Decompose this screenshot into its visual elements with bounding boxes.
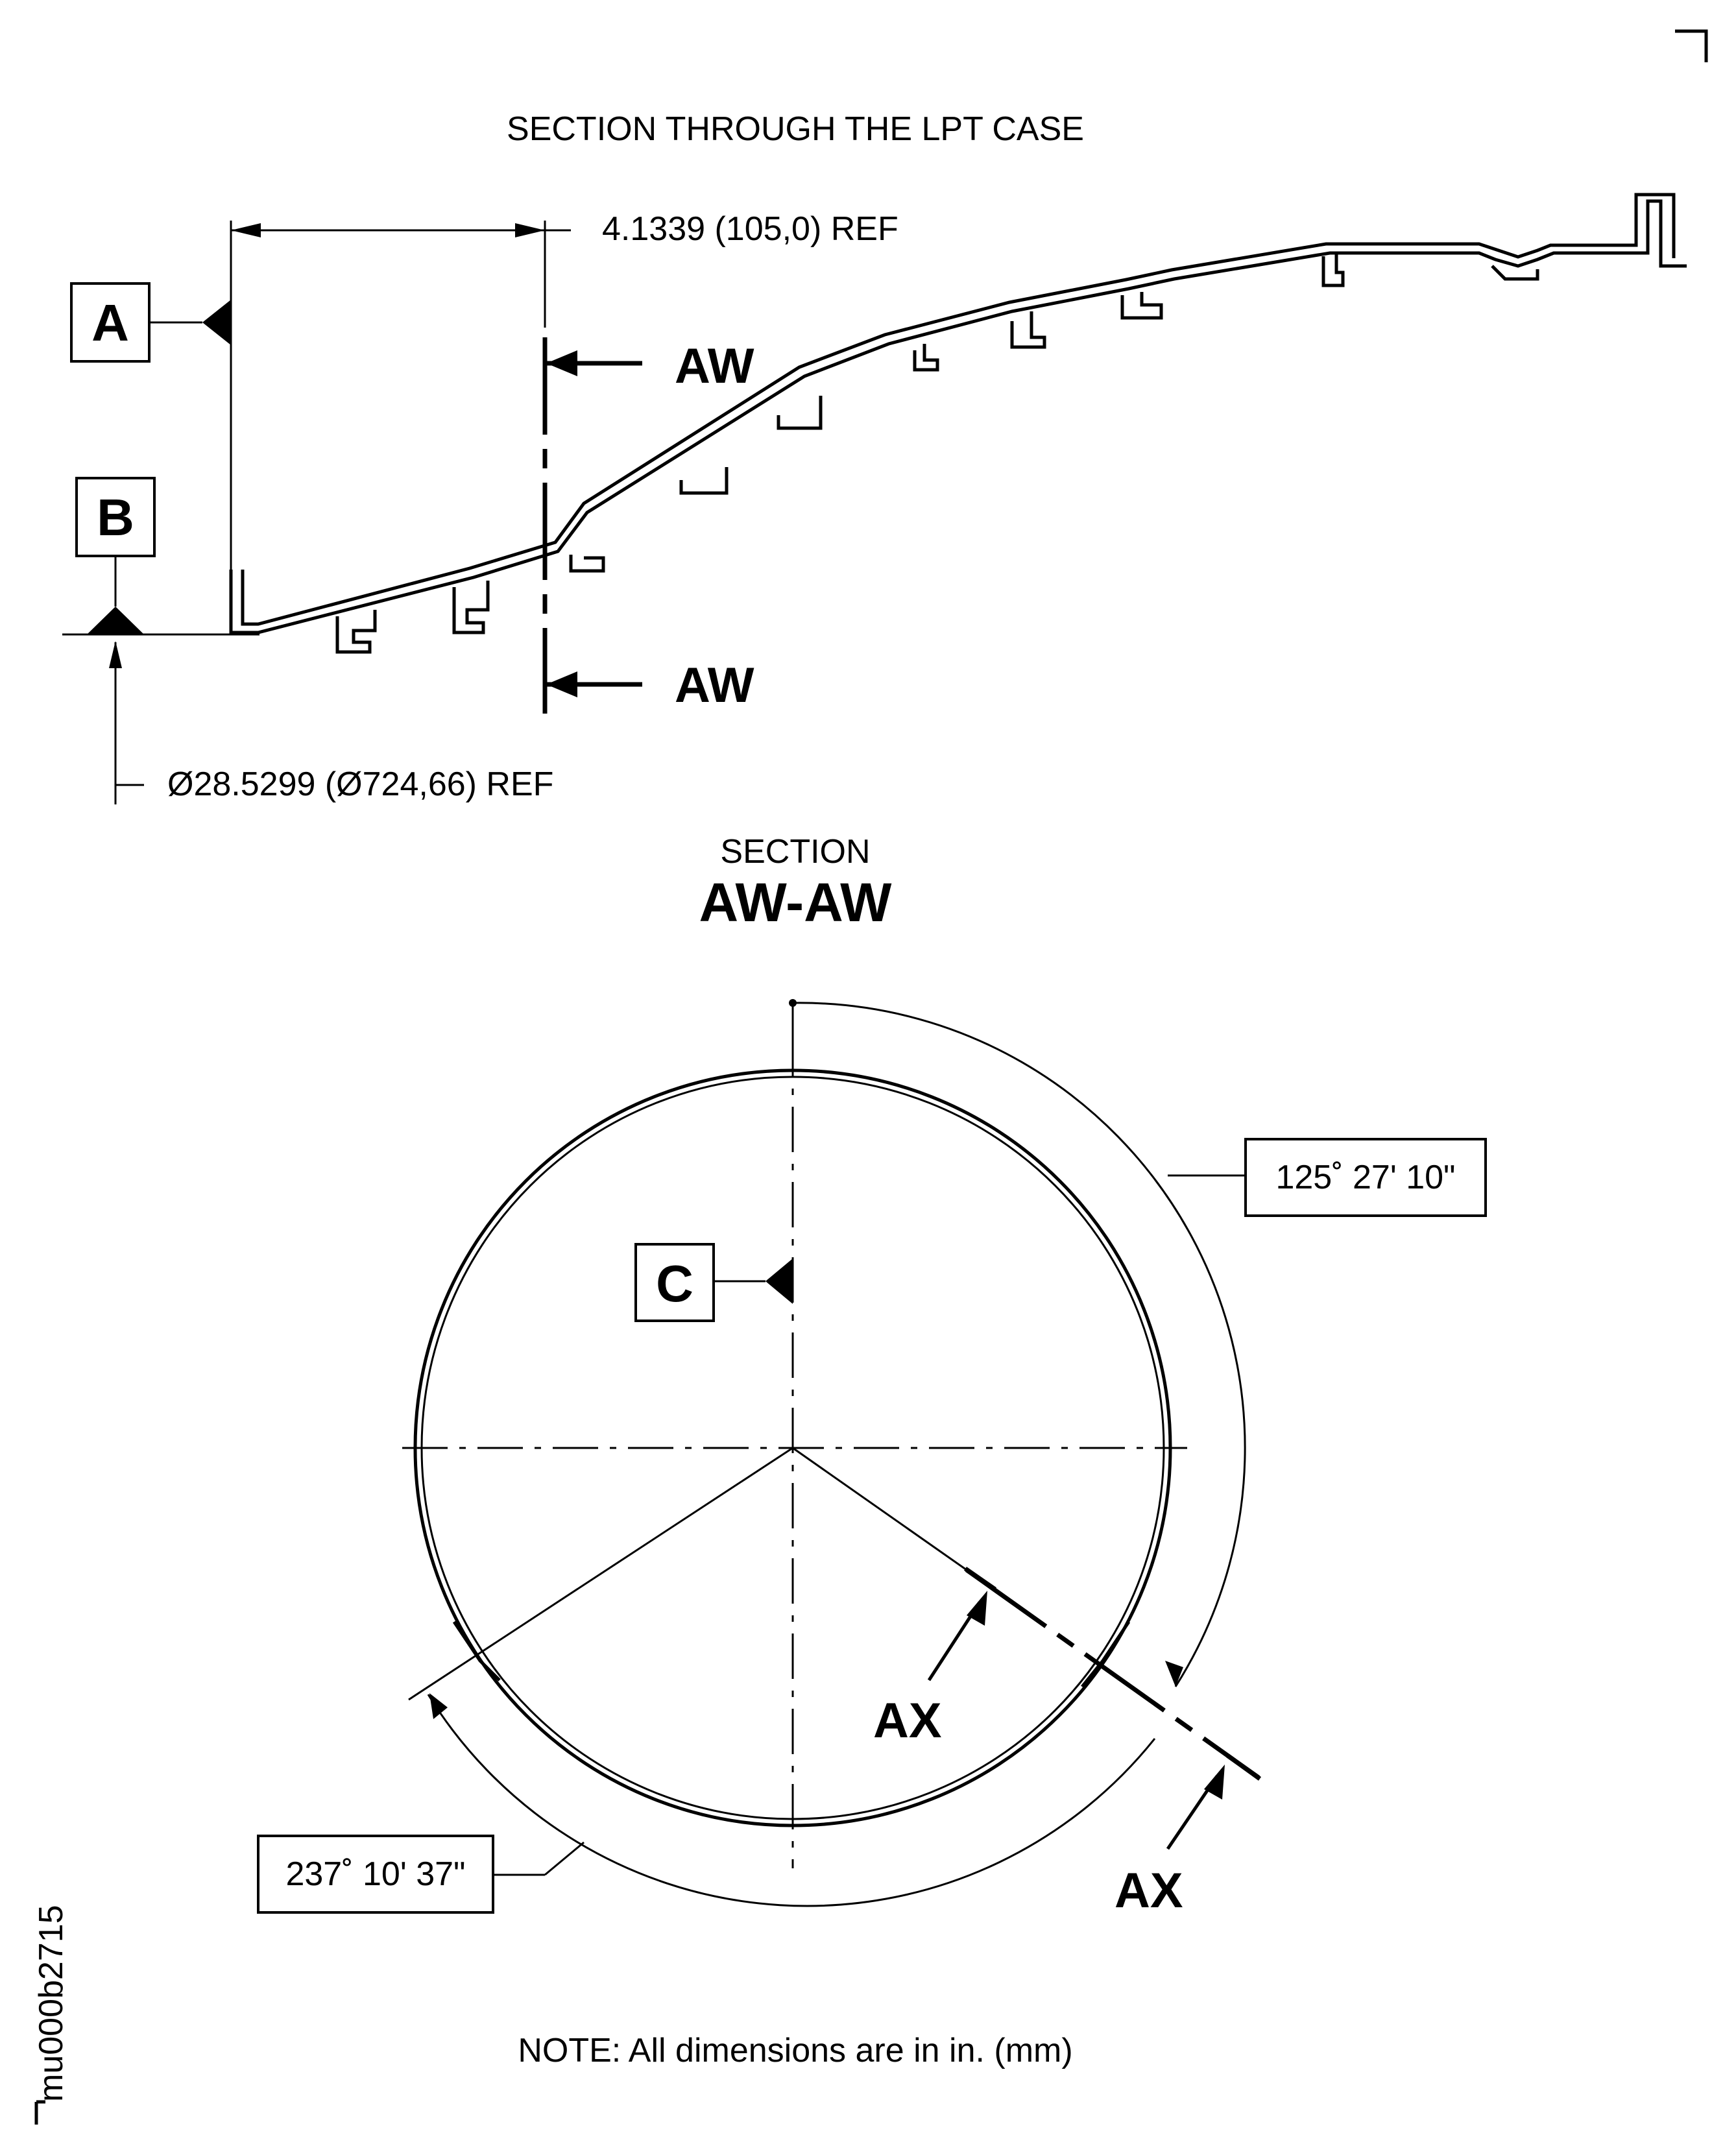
figure-id: mu000b2715 (32, 1905, 70, 2102)
axial-dimension-label: 4.1339 (105,0) REF (602, 210, 898, 248)
cut-label-ax-outer: AX (1115, 1863, 1183, 1918)
angle-dimension-left: 237˚ 10' 37" (257, 1693, 1156, 1914)
angle-label-left: 237˚ 10' 37" (285, 1855, 465, 1893)
section-aw-view: C 125˚ 27' 10" 237˚ 10' 37" (257, 999, 1487, 1918)
datum-a: A (70, 282, 231, 363)
lpt-case-profile (229, 193, 1687, 654)
cut-label-aw-top: AW (675, 339, 754, 394)
cut-line-ax: AX AX (873, 1567, 1262, 1918)
section-caption: SECTION (720, 833, 870, 871)
cut-label-aw-bottom: AW (675, 658, 754, 713)
dimension-note: NOTE: All dimensions are in in. (mm) (518, 2032, 1072, 2069)
section-name: AW-AW (699, 872, 893, 933)
section-title: SECTION THROUGH THE LPT CASE (507, 110, 1084, 148)
radial-line-right (792, 1447, 967, 1571)
frame-corner-mark (1675, 29, 1708, 62)
cut-line-aw: AW AW (542, 337, 754, 714)
datum-c: C (634, 1243, 793, 1322)
datum-b: B (62, 477, 259, 636)
axial-dimension: 4.1339 (105,0) REF (230, 210, 898, 570)
diameter-dimension: Ø28.5299 (Ø724,66) REF (109, 641, 553, 804)
angle-label-right: 125˚ 27' 10" (1275, 1159, 1455, 1196)
radial-line-left (408, 1447, 793, 1701)
svg-text:A: A (91, 294, 129, 352)
cut-label-ax-inner: AX (873, 1693, 942, 1748)
diameter-dimension-label: Ø28.5299 (Ø724,66) REF (167, 765, 553, 803)
angle-dimension-right: 125˚ 27' 10" (789, 999, 1487, 1687)
svg-text:B: B (97, 488, 134, 546)
svg-text:C: C (656, 1255, 693, 1312)
